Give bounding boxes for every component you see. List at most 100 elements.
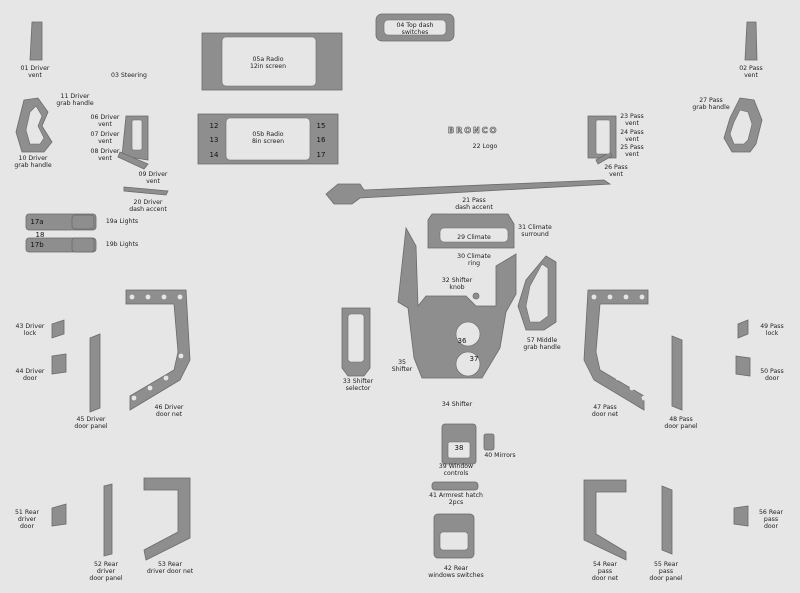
tag-15: 15 — [316, 122, 326, 130]
hole — [615, 375, 621, 381]
part-47-pass-door-net — [583, 289, 649, 411]
label-23-pass-vent: 23 Pass vent — [620, 113, 644, 128]
tag-12: 12 — [209, 122, 219, 130]
hole — [178, 353, 184, 359]
label-56-rear-pass-door: 56 Rear pass door — [758, 509, 783, 531]
label-21-pass-dash-accent: 21 Pass dash accent — [455, 197, 493, 212]
tag-18: 18 — [35, 231, 45, 239]
label-10-driver-grab-handle: 10 Driver grab handle — [14, 155, 52, 170]
part-19b-lights — [71, 237, 95, 253]
label-49-pass-lock: 49 Pass lock — [760, 323, 784, 338]
part-29-climate-cutout — [439, 227, 509, 243]
part-41-armrest-hatch — [431, 481, 479, 491]
tag-36: 36 — [457, 337, 467, 345]
label-34-shifter: 34 Shifter — [441, 401, 473, 408]
label-06-driver-vent: 06 Driver vent — [90, 114, 120, 129]
part-53-rear-driver-door-net — [143, 477, 191, 561]
part-05b-screen-cutout — [225, 117, 311, 161]
hole — [641, 395, 647, 401]
label-02-pass-vent: 02 Pass vent — [739, 65, 763, 80]
part-54-rear-pass-door-net — [583, 479, 627, 561]
tag-16: 16 — [316, 136, 326, 144]
tag-13: 13 — [209, 136, 219, 144]
part-23-25-vent-cutout — [595, 119, 611, 155]
label-48-pass-door-panel: 48 Pass door panel — [664, 416, 698, 431]
part-20-driver-dash-accent — [123, 186, 169, 196]
label-57-middle-grab-handle: 57 Middle grab handle — [523, 337, 561, 352]
part-40-mirrors — [483, 433, 495, 451]
hole — [145, 294, 151, 300]
label-29-climate: 29 Climate — [457, 234, 491, 241]
label-05a-radio: 05a Radio 12in screen — [249, 56, 287, 71]
label-11-driver-grab-handle: 11 Driver grab handle — [56, 93, 94, 108]
label-42-rear-windows-switches: 42 Rear windows switches — [428, 565, 484, 580]
label-53-rear-driver-door-net: 53 Rear driver door net — [146, 561, 194, 576]
label-52-rear-driver-door-panel: 52 Rear driver door panel — [89, 561, 123, 583]
label-25-pass-vent: 25 Pass vent — [620, 144, 644, 159]
label-50-pass-door: 50 Pass door — [760, 368, 784, 383]
part-06-08-vent-cutout — [131, 119, 143, 151]
part-45-driver-door-panel — [89, 333, 101, 413]
part-42-switch-cutout — [439, 531, 469, 551]
label-32-shifter-knob: 32 Shifter knob — [441, 277, 473, 292]
label-44-driver-door: 44 Driver door — [15, 368, 45, 383]
tag-17a: 17a — [30, 218, 44, 226]
label-22-logo: 22 Logo — [472, 143, 498, 150]
part-32-shifter-knob — [472, 292, 480, 300]
part-43-driver-lock — [51, 319, 65, 339]
hole — [161, 294, 167, 300]
part-05a-screen-cutout — [221, 36, 317, 87]
hole — [163, 375, 169, 381]
tag-17b: 17b — [30, 241, 44, 249]
tag-14: 14 — [209, 151, 219, 159]
label-47-pass-door-net: 47 Pass door net — [591, 404, 619, 419]
part-44-driver-door — [51, 353, 67, 375]
part-09-driver-vent — [117, 151, 149, 170]
part-51-rear-driver-door — [51, 503, 67, 527]
hole — [607, 294, 613, 300]
label-40-mirrors: 40 Mirrors — [484, 452, 516, 459]
part-01-driver-vent — [29, 21, 43, 61]
part-39-switch-cutout — [447, 441, 471, 459]
part-27-handle-cutout — [729, 109, 753, 145]
label-41-armrest-hatch: 41 Armrest hatch 2pcs — [429, 492, 483, 507]
label-19b-lights: 19b Lights — [105, 241, 139, 248]
label-20-driver-dash-accent: 20 Driver dash accent — [129, 199, 167, 214]
label-46-driver-door-net: 46 Driver door net — [154, 404, 184, 419]
part-19a-lights — [71, 214, 95, 230]
label-35-shifter: 35 Shifter — [391, 359, 413, 374]
part-04-inner — [383, 19, 447, 36]
tag-17: 17 — [316, 151, 326, 159]
label-33-shifter-selector: 33 Shifter selector — [342, 378, 374, 393]
label-55-rear-pass-door-panel: 55 Rear pass door panel — [649, 561, 683, 583]
label-43-driver-lock: 43 Driver lock — [15, 323, 45, 338]
part-52-rear-driver-door-panel — [103, 483, 113, 557]
part-49-pass-lock — [737, 319, 749, 339]
label-31-climate-surround: 31 Climate surround — [518, 224, 552, 239]
label-08-driver-vent: 08 Driver vent — [90, 148, 120, 163]
hole — [131, 395, 137, 401]
label-51-rear-driver-door: 51 Rear driver door — [14, 509, 39, 531]
label-07-driver-vent: 07 Driver vent — [90, 131, 120, 146]
label-30-climate-ring: 30 Climate ring — [457, 253, 491, 268]
part-57-handle-cutout — [525, 263, 549, 323]
part-48-pass-door-panel — [671, 335, 683, 411]
label-24-pass-vent: 24 Pass vent — [620, 129, 644, 144]
label-45-driver-door-panel: 45 Driver door panel — [74, 416, 108, 431]
part-10-handle-cutout — [25, 105, 45, 145]
part-55-rear-pass-door-panel — [661, 485, 673, 555]
tag-37: 37 — [469, 355, 479, 363]
part-02-pass-vent — [744, 21, 758, 61]
label-09-driver-vent: 09 Driver vent — [138, 171, 168, 186]
tag-38: 38 — [454, 444, 464, 452]
part-46-driver-door-net — [125, 289, 191, 411]
hole — [629, 385, 635, 391]
part-36-cupholder — [455, 321, 481, 347]
label-04-top-dash-switches: 04 Top dash switches — [396, 22, 434, 37]
part-21-pass-dash-accent — [325, 179, 612, 205]
label-03-steering: 03 Steering — [111, 72, 147, 79]
hole — [591, 294, 597, 300]
part-56-rear-pass-door — [733, 505, 749, 527]
